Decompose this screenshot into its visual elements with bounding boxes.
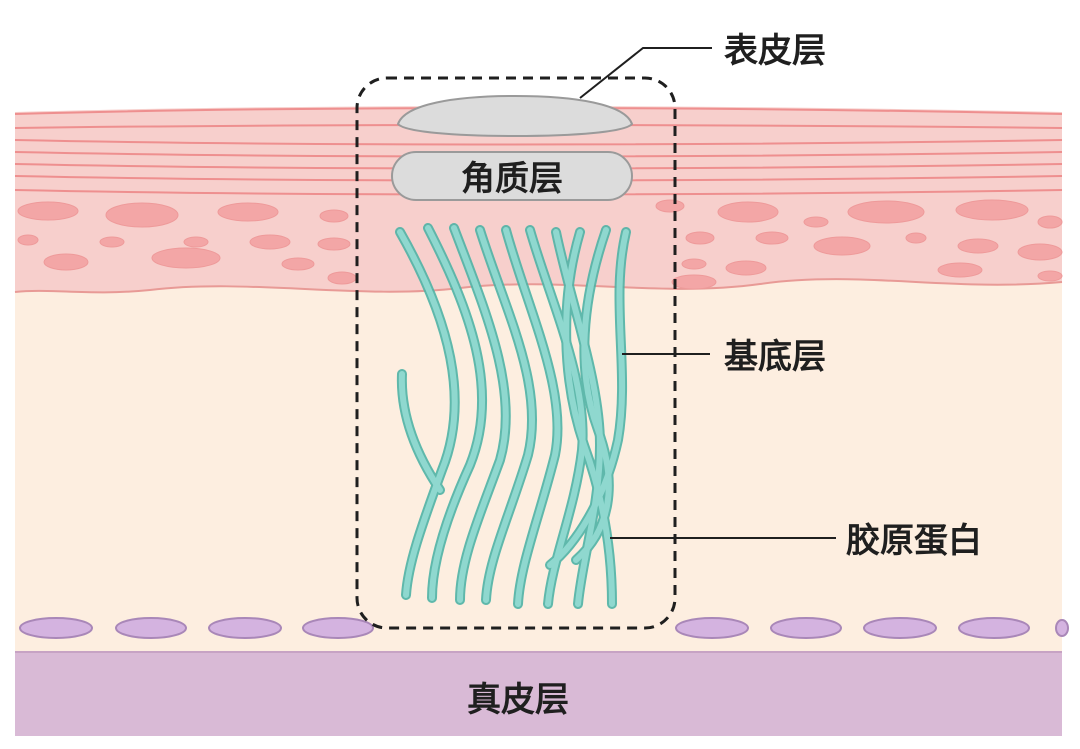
label-basal-layer: 基底层 xyxy=(724,337,826,377)
label-dermis: 真皮层 xyxy=(467,680,569,720)
dermis-boundary-cells xyxy=(19,617,1069,639)
label-epidermis: 表皮层 xyxy=(724,31,826,71)
dermis-region xyxy=(15,652,1062,736)
collagen-fibers xyxy=(395,223,631,609)
stratum-corneum-shape xyxy=(391,151,633,201)
epidermis-top-cap xyxy=(396,94,634,138)
epidermis-cells xyxy=(17,199,1063,290)
label-collagen: 胶原蛋白 xyxy=(846,521,982,561)
epidermis-leader-line xyxy=(579,47,712,99)
label-stratum-corneum: 角质层 xyxy=(461,159,563,199)
